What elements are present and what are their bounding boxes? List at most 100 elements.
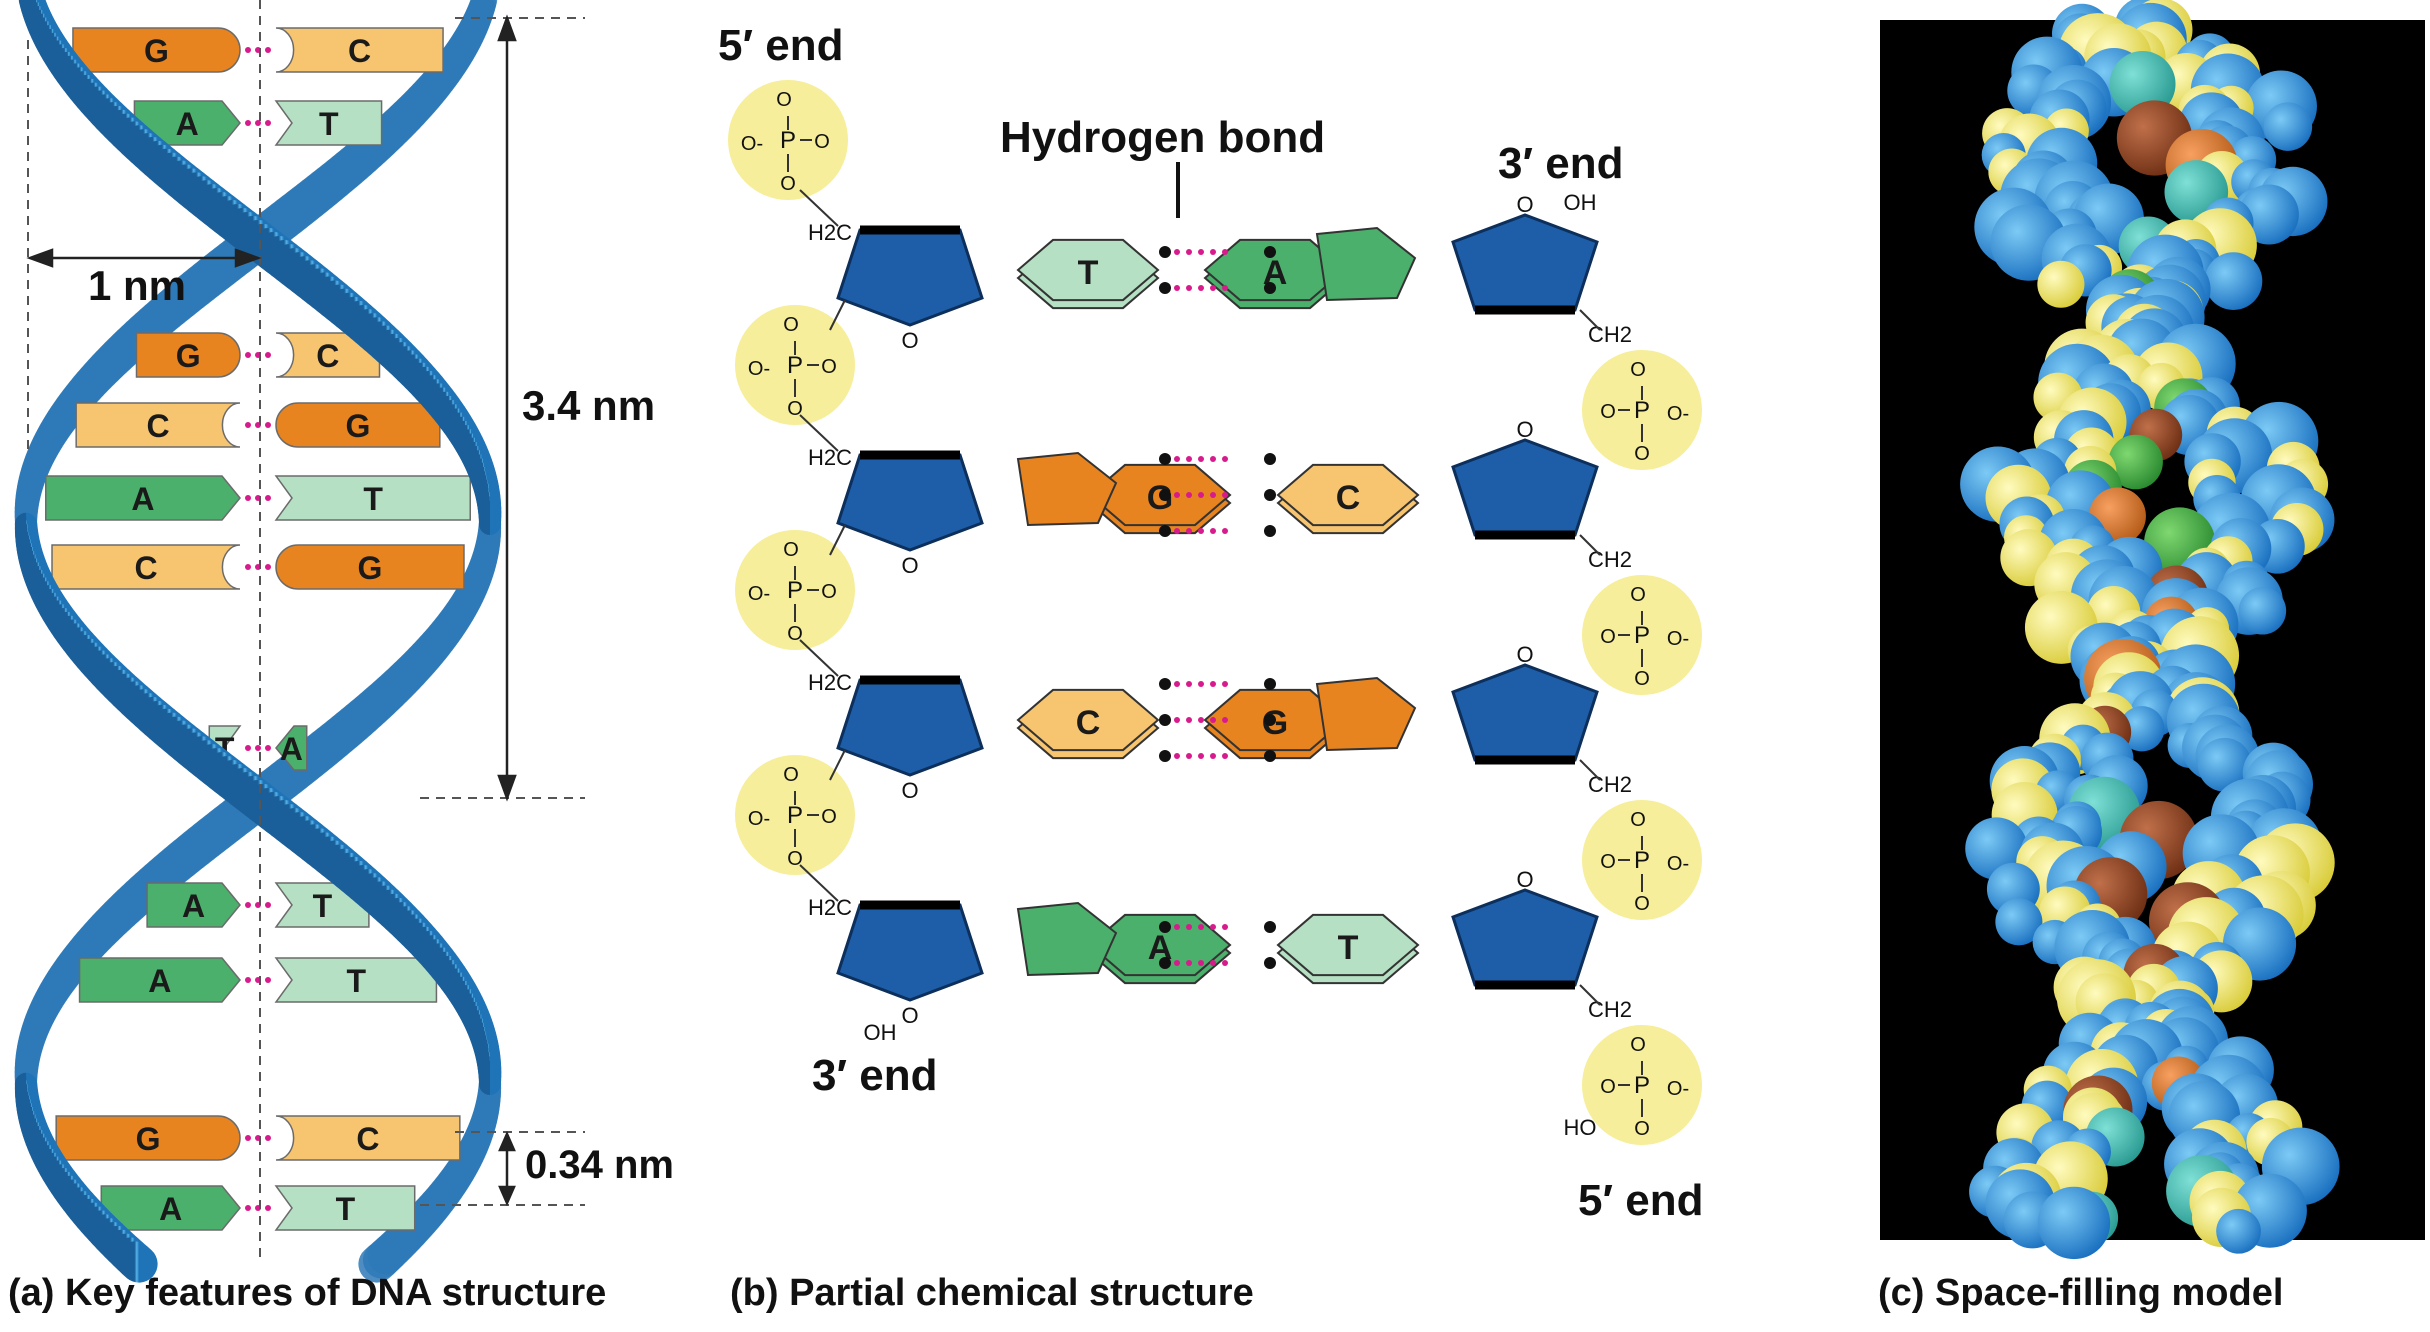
hydrogen-bond-dot — [1186, 924, 1192, 930]
oxygen-atom: O — [1634, 443, 1650, 465]
hydrogen-bond-dot — [265, 422, 271, 428]
charged-oxygen: O- — [748, 808, 770, 830]
base-A — [45, 475, 241, 521]
atom-dot — [1159, 282, 1171, 294]
charged-oxygen: O- — [1667, 1078, 1689, 1100]
hydrogen-bond-dot — [1186, 717, 1192, 723]
caption-a: (a) Key features of DNA structure — [8, 1272, 606, 1314]
hydrogen-bond-dot — [265, 902, 271, 908]
hydrogen-bond-dot — [1198, 492, 1204, 498]
hydrogen-bond-dot — [265, 977, 271, 983]
base-letter: C — [147, 408, 170, 444]
hydrogen-bond-dot — [245, 120, 251, 126]
hbond-label: Hydrogen bond — [1000, 113, 1325, 162]
deoxyribose-sugar: O — [836, 675, 984, 803]
hydroxyl-label: HO — [1564, 1115, 1597, 1140]
base-A — [275, 725, 308, 771]
oxygen-atom: O — [1630, 584, 1646, 606]
hydrogen-bond-dot — [1222, 753, 1228, 759]
hydrogen-bond-dot — [1198, 456, 1204, 462]
hydrogen-bond-dot — [265, 1205, 271, 1211]
ring-oxygen: O — [901, 328, 918, 353]
atom-sphere — [2204, 252, 2263, 311]
atom-dot — [1159, 489, 1171, 501]
hydrogen-bond-dot — [245, 352, 251, 358]
base-T — [274, 100, 383, 146]
methylene-label: H2C — [808, 670, 852, 695]
atom-dot — [1159, 525, 1171, 537]
hydrogen-bond-dot — [1198, 528, 1204, 534]
atom-dot — [1264, 921, 1276, 933]
oxygen-atom: O — [1630, 1034, 1646, 1056]
hydrogen-bond-dot — [1198, 681, 1204, 687]
hydrogen-bond-dot — [1186, 285, 1192, 291]
hydrogen-bond-dot — [1174, 681, 1180, 687]
base-T — [274, 957, 438, 1003]
atom-dot — [1159, 957, 1171, 969]
atom-dot — [1264, 282, 1276, 294]
base-letter: A — [131, 481, 154, 517]
atom-sphere — [2108, 434, 2163, 490]
base-T — [274, 475, 471, 521]
hydrogen-bond-dot — [1174, 492, 1180, 498]
oxygen-atom: O — [1634, 668, 1650, 690]
oxygen-atom: O — [780, 173, 796, 195]
hydrogen-bond-dot — [245, 1135, 251, 1141]
rise-label: 0.34 nm — [525, 1143, 674, 1187]
oxygen-atom: O — [1634, 1118, 1650, 1140]
hydrogen-bond-dot — [245, 745, 251, 751]
base-C — [51, 544, 241, 590]
base-T — [274, 1185, 416, 1231]
oxygen-atom: O — [776, 89, 792, 111]
deoxyribose-sugar: O — [836, 450, 984, 578]
atom-dot — [1264, 489, 1276, 501]
methylene-label: H2C — [808, 220, 852, 245]
width-label: 1 nm — [88, 262, 186, 309]
phosphorus-atom: P — [787, 577, 803, 604]
hydrogen-bond-dot — [1210, 285, 1216, 291]
phosphorus-atom: P — [780, 127, 796, 154]
hydrogen-bond-dot — [245, 977, 251, 983]
hydroxyl-label: OH — [864, 1020, 897, 1045]
base-pair: GC — [1016, 451, 1420, 537]
pitch-label: 3.4 nm — [522, 382, 655, 429]
hydrogen-bond-dot — [1186, 960, 1192, 966]
hydrogen-bond-dot — [1198, 717, 1204, 723]
atom-dot — [1264, 957, 1276, 969]
helix-backbone-back — [14, 0, 502, 1283]
atom-dot — [1159, 246, 1171, 258]
base-G — [135, 332, 241, 378]
base-A — [78, 957, 241, 1003]
base-letter: A — [182, 888, 205, 924]
hydrogen-bond-dot — [1222, 285, 1228, 291]
base-letter: C — [134, 550, 157, 586]
oxygen-atom: O — [1600, 626, 1616, 648]
base-letter: G — [358, 550, 383, 586]
hydrogen-bond-dot — [1174, 960, 1180, 966]
base-letter: T — [363, 481, 383, 517]
oxygen-atom: O — [787, 848, 803, 870]
deoxyribose-sugar: O — [1451, 417, 1599, 540]
hydrogen-bond-dot — [1186, 249, 1192, 255]
hydrogen-bond-dot — [245, 47, 251, 53]
hydrogen-bond-dot — [245, 1205, 251, 1211]
hydrogen-bond-dot — [1222, 456, 1228, 462]
oxygen-atom: O — [1600, 851, 1616, 873]
hydrogen-bond-dot — [1210, 249, 1216, 255]
hydrogen-bond-dot — [1222, 528, 1228, 534]
atom-dot — [1264, 525, 1276, 537]
deoxyribose-sugar: O — [836, 900, 984, 1028]
hydrogen-bond-dot — [1198, 924, 1204, 930]
base-letter: T — [1338, 929, 1359, 967]
phosphorus-atom: P — [1634, 1072, 1650, 1099]
hydrogen-bond-dot — [1174, 456, 1180, 462]
